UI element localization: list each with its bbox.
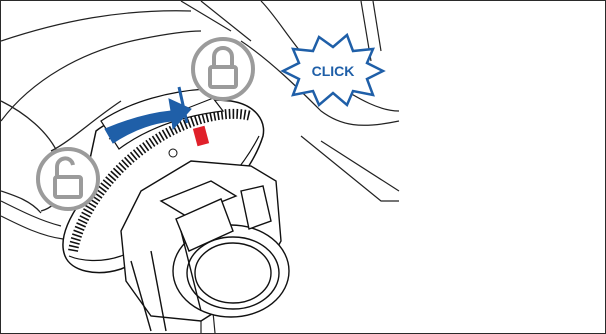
rotate-arrow-icon xyxy=(104,98,192,144)
lock-marker-red xyxy=(192,125,210,147)
lock-closed-icon xyxy=(191,37,255,101)
click-callout: CLICK xyxy=(280,32,386,108)
click-starburst xyxy=(280,32,386,108)
ring-screw xyxy=(168,148,178,158)
click-label: CLICK xyxy=(312,63,355,79)
connector-plug xyxy=(120,160,290,332)
lock-open-icon xyxy=(36,147,100,211)
